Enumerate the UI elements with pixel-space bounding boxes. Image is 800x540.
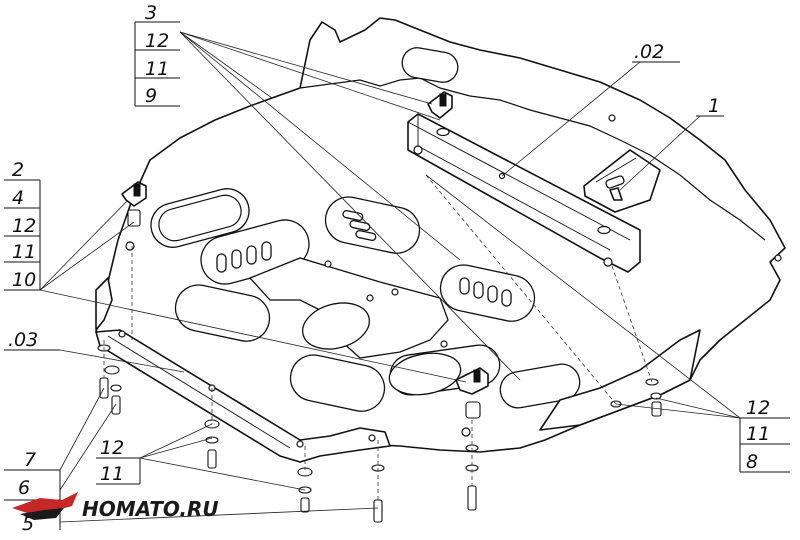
label-02: .02: [634, 41, 664, 63]
small-bracket-top: [427, 91, 453, 119]
callout-2: 2: [12, 159, 24, 181]
mounting-bracket-02: [407, 113, 641, 273]
callout-9: 9: [145, 85, 157, 107]
access-window: [401, 47, 459, 83]
callout-11: 11: [145, 58, 169, 80]
callout-12: 12: [12, 215, 36, 237]
callout-4: 4: [12, 187, 24, 209]
callout-group-bottom-left: 7 6 5: [4, 449, 61, 535]
small-bracket-mid: [455, 367, 489, 419]
callout-7: 7: [24, 449, 36, 471]
callout-12: 12: [100, 437, 124, 459]
stiffening-ribs: [150, 188, 581, 412]
callout-3: 3: [145, 2, 157, 24]
label-1: 1: [708, 95, 720, 117]
callout-10: 10: [12, 269, 36, 291]
callout-12: 12: [746, 397, 770, 419]
watermark-logo: HOMATO.RU: [12, 492, 219, 521]
leader-lines: [39, 31, 741, 523]
callout-11: 11: [12, 241, 36, 263]
callout-group-3: 3 12 11 9: [134, 2, 180, 107]
fasteners: [97, 344, 662, 523]
label-03: .03: [8, 329, 38, 351]
callout-group-right: 12 11 8: [739, 397, 790, 473]
callout-02: .02: [632, 41, 680, 63]
callout-03: .03: [4, 329, 60, 351]
callout-12: 12: [145, 30, 169, 52]
callout-11: 11: [746, 423, 770, 445]
callout-group-mid: 12 11: [96, 437, 141, 485]
small-bracket-left: [121, 181, 147, 227]
callout-6: 6: [18, 477, 30, 499]
callout-11: 11: [100, 463, 124, 485]
callout-8: 8: [746, 451, 758, 473]
callout-1: 1: [696, 95, 724, 117]
assembly-axes: [103, 174, 653, 500]
skid-plate: [95, 17, 786, 463]
callout-group-2: 2 4 12 11 10: [4, 159, 41, 291]
bracket-1: [583, 149, 661, 213]
vent-slots: [216, 209, 512, 307]
logo-text: HOMATO.RU: [82, 497, 219, 521]
